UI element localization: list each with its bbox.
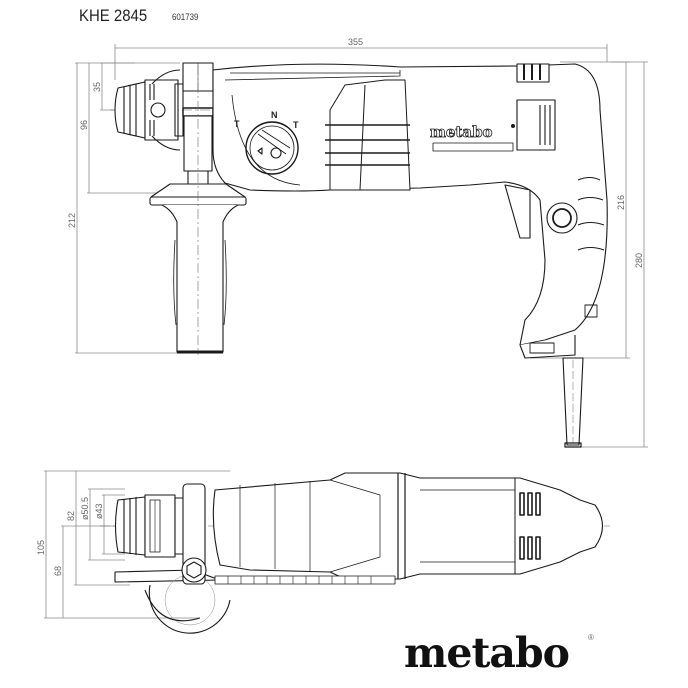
brand-logo: metabo	[404, 629, 570, 677]
article-number: 601739	[172, 12, 199, 22]
mode-selector-labels: T N T	[234, 110, 299, 130]
dim-chuck-outer: ø50.5	[80, 497, 90, 520]
dim-length-355: 355	[348, 37, 363, 47]
top-view-drill	[100, 472, 610, 634]
power-cable	[562, 357, 584, 446]
body-logo: metabo	[430, 123, 493, 141]
dim-96: 96	[79, 120, 89, 130]
side-view-dimensions	[75, 44, 648, 448]
auxiliary-handle	[149, 62, 247, 355]
dim-35: 35	[92, 82, 102, 92]
housing	[212, 63, 608, 359]
top-view-dimension-labels: 105 68 82 ø50.5 ø43	[36, 497, 104, 576]
model-title: KHE 2845	[79, 6, 148, 25]
mode-label-chisel: N	[271, 110, 278, 120]
dim-216: 216	[616, 195, 626, 210]
dim-280: 280	[634, 253, 644, 268]
dim-chuck-inner: ø43	[94, 503, 104, 519]
dim-105: 105	[36, 540, 46, 555]
mode-label-hammer: T	[234, 119, 240, 129]
body-logo-dot	[511, 124, 515, 128]
top-view-dimensions	[44, 470, 230, 619]
dim-212: 212	[67, 213, 77, 228]
mode-label-drill: T	[293, 120, 299, 130]
dim-82: 82	[66, 511, 76, 521]
chuck	[114, 69, 184, 151]
side-view-drill	[110, 62, 608, 448]
side-view-dimension-labels: 355 35 96 212 216 280	[67, 37, 644, 268]
dim-68: 68	[53, 566, 63, 576]
registered-mark: ®	[588, 633, 594, 642]
